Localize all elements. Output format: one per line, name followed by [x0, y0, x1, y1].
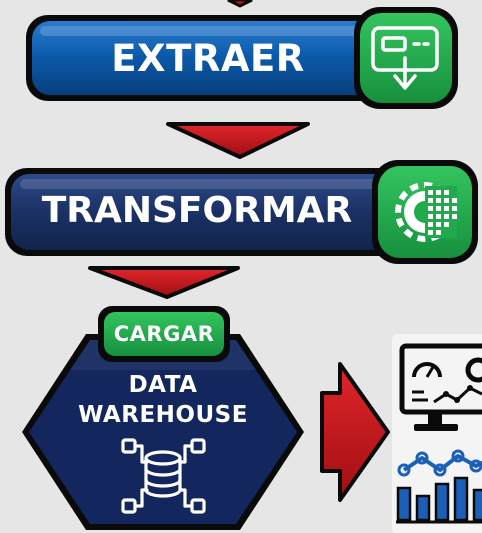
database-network-icon	[121, 438, 206, 514]
transform-step	[5, 168, 408, 256]
top-arrow-tip	[227, 0, 253, 8]
arrow-extract-to-transform	[166, 122, 310, 159]
load-badge-label: CARGAR	[113, 322, 215, 346]
analytics-panel	[392, 334, 482, 533]
gear-data-icon	[395, 182, 457, 242]
arrow-to-analytics	[320, 362, 390, 502]
extract-step	[26, 15, 396, 101]
transform-label: TRANSFORMAR	[41, 190, 353, 231]
bar-line-chart-icon	[396, 449, 482, 524]
load-badge	[98, 306, 230, 362]
extract-label: EXTRAER	[111, 37, 305, 80]
arrow-transform-to-load	[88, 266, 240, 299]
warehouse-label-line1: DATA	[128, 372, 198, 398]
warehouse-hexagon	[22, 334, 304, 530]
download-device-icon	[371, 26, 439, 90]
warehouse-label-line2: WAREHOUSE	[78, 402, 248, 428]
transform-icon-badge	[372, 160, 478, 264]
extract-icon-badge	[354, 7, 458, 109]
monitor-gauge-icon	[399, 343, 482, 431]
